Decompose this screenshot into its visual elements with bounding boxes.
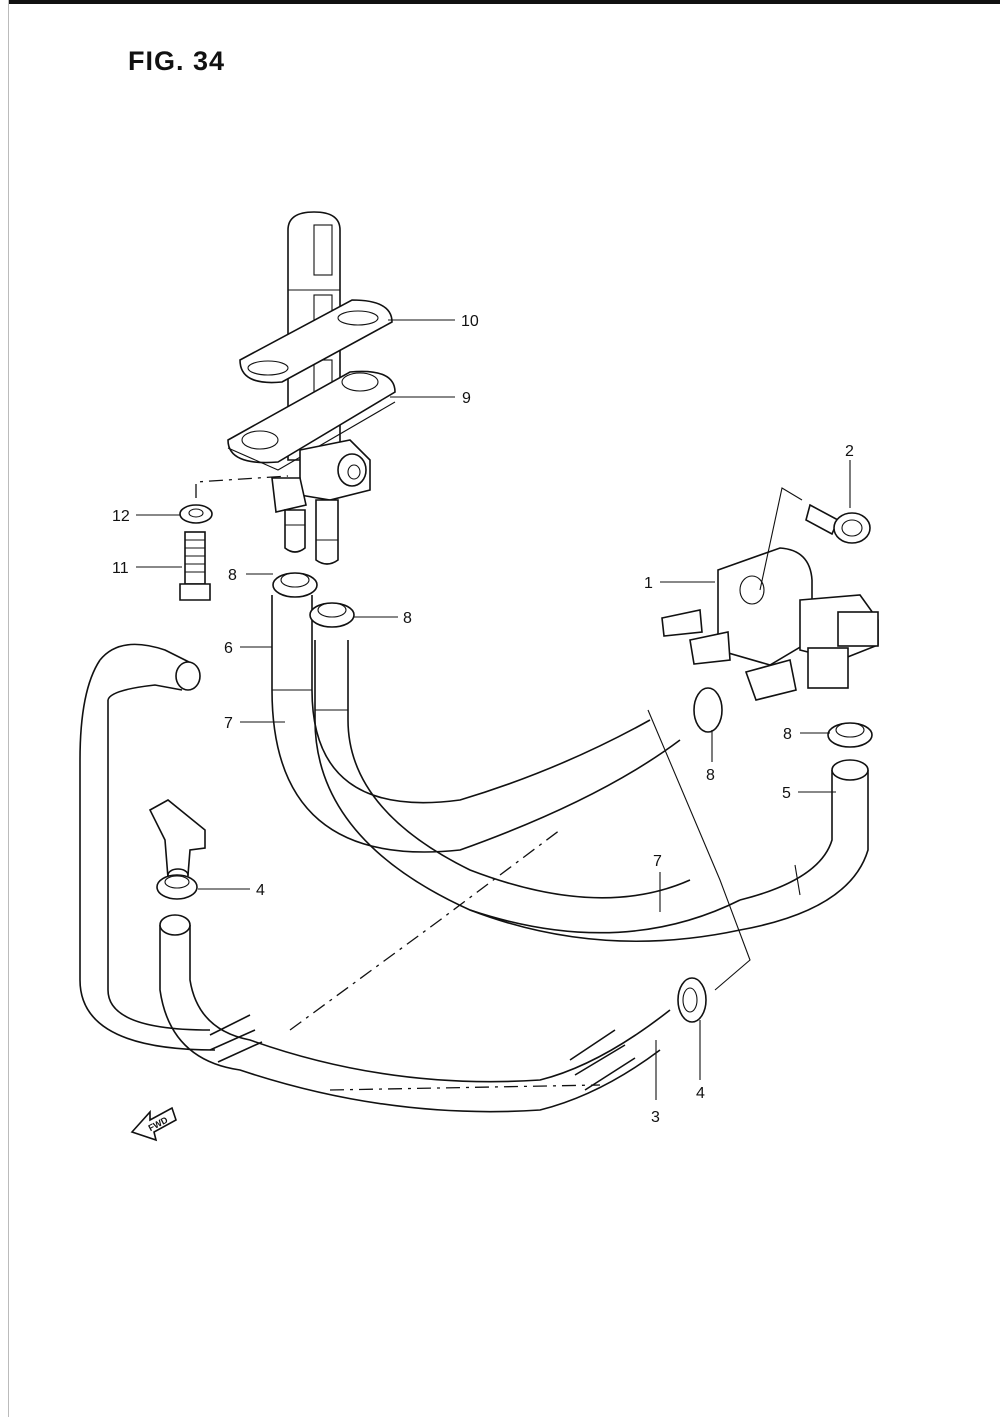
t-joint (148, 799, 206, 882)
callout-3: 3 (651, 1109, 660, 1126)
washer-item-12 (179, 504, 213, 524)
callout-2: 2 (845, 443, 854, 460)
callout-10: 10 (461, 313, 479, 330)
callout-6: 6 (224, 640, 233, 657)
callout-labels: 1 2 3 4 4 5 6 7 7 8 8 8 8 9 10 11 12 (112, 313, 854, 1126)
hose-routing-line (647, 709, 751, 991)
hose-clamp-item-8 (272, 572, 873, 748)
callout-4-upper: 4 (256, 882, 265, 899)
callout-9: 9 (462, 390, 471, 407)
clamp-item-4-lower (677, 977, 707, 1023)
callout-7-right: 7 (653, 853, 662, 870)
hose-item-6-7 (271, 595, 741, 934)
page-left-rule (8, 0, 9, 1417)
leader-lines (136, 319, 851, 1100)
callout-5: 5 (782, 785, 791, 802)
valve-item-1 (661, 547, 879, 701)
callout-4-lower: 4 (696, 1085, 705, 1102)
clamp-item-4-upper (156, 874, 198, 900)
bolt-item-2 (805, 503, 871, 544)
screw-alignment-line (195, 475, 289, 498)
callout-8-pump: 8 (706, 767, 715, 784)
screw-item-11 (179, 531, 211, 601)
callout-8-cock-upper: 8 (228, 567, 237, 584)
callout-12: 12 (112, 508, 130, 525)
hose-item-3 (159, 829, 671, 1113)
callout-8-cock-lower: 8 (403, 610, 412, 627)
bolt-2-pointer-line (759, 487, 803, 591)
callout-1: 1 (644, 575, 653, 592)
callout-11: 11 (112, 560, 129, 577)
page-top-border (8, 0, 1000, 4)
fuel-cock-assembly (227, 211, 396, 565)
hose-item-5 (469, 759, 869, 943)
callout-7-left: 7 (224, 715, 233, 732)
figure-title: FIG. 34 (128, 46, 226, 76)
fwd-arrow-icon: FWD (130, 1106, 177, 1142)
overflow-hose (79, 643, 216, 1051)
callout-8-breather: 8 (783, 726, 792, 743)
